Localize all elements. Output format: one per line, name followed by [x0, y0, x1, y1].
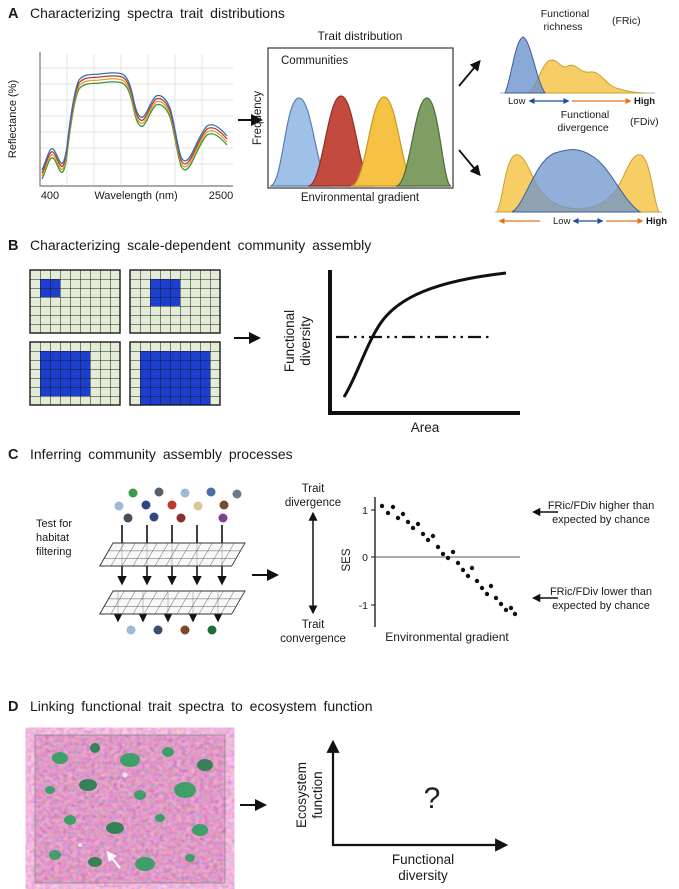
- habitat-filtering-graphic: Test for habitat filtering: [36, 487, 246, 635]
- fdiv-title-2: divergence: [557, 122, 609, 134]
- ses-annotations: FRic/FDiv higher than expected by chance…: [531, 500, 654, 612]
- annotation-low-1: FRic/FDiv lower than: [550, 586, 652, 598]
- panel-d-label: D: [8, 699, 18, 715]
- annotation-high-1: FRic/FDiv higher than: [548, 500, 654, 512]
- fdiv-panel: Functional divergence (FDiv) Low High: [495, 109, 667, 227]
- fric-low-label: Low: [508, 96, 526, 107]
- fric-distribution-blue: [504, 36, 546, 94]
- divergence-label-2: divergence: [285, 497, 341, 509]
- fdiv-abbr: (FDiv): [630, 116, 659, 128]
- ses-ticklabel-m1: -1: [359, 600, 368, 612]
- grid-4: [129, 341, 221, 406]
- spectra-plot: Reflectance (%) 400 Wavelength (nm) 2500: [7, 52, 233, 202]
- ses-ylabel: SES: [341, 548, 353, 571]
- area-ylabel-1: Functional: [282, 310, 297, 372]
- trait-title: Trait distribution: [318, 29, 403, 43]
- area-curve-plot: Functional diversity Area: [282, 270, 520, 435]
- panel-a: A Characterizing spectra trait distribut…: [7, 5, 667, 227]
- habitat-grid-1: [98, 542, 246, 567]
- community-bells: [269, 95, 452, 187]
- divergence-label-1: Trait: [302, 483, 325, 495]
- arrow-to-fric: [458, 59, 481, 87]
- panel-b-title: Characterizing scale-dependent community…: [30, 237, 371, 253]
- ses-xlabel: Environmental gradient: [385, 630, 509, 644]
- area-plot-axes: [328, 270, 520, 415]
- fdiv-high-label: High: [646, 216, 667, 227]
- spectra-curve-blue: [41, 72, 228, 171]
- coral-green-patches: [45, 743, 213, 871]
- panel-a-title: Characterizing spectra trait distributio…: [30, 5, 285, 21]
- annotation-high-2: expected by chance: [552, 514, 650, 526]
- spectra-curves: [41, 72, 228, 180]
- ecosystem-xlabel-2: diversity: [398, 868, 448, 883]
- trait-plot-frame: [267, 47, 454, 189]
- panel-d-title: Linking functional trait spectra to ecos…: [30, 698, 373, 714]
- panel-c-title: Inferring community assembly processes: [30, 446, 293, 462]
- panel-a-label: A: [8, 6, 19, 22]
- ecosystem-xlabel-1: Functional: [392, 852, 454, 867]
- ecosystem-ylabel-1: Ecosystem: [294, 762, 309, 828]
- grid-2: [129, 269, 221, 334]
- fdiv-title-1: Functional: [561, 109, 609, 121]
- annotation-low-2: expected by chance: [552, 600, 650, 612]
- filter-label-2: habitat: [36, 532, 69, 544]
- filter-label-3: filtering: [36, 546, 71, 558]
- spectra-xmin: 400: [41, 190, 59, 202]
- fric-high-label: High: [634, 96, 655, 107]
- scale-grids: [29, 269, 221, 406]
- fric-panel: Functional richness (FRic) Low High: [500, 8, 655, 107]
- fdiv-distribution-blue: [511, 149, 642, 213]
- coral-reef-photo: [34, 734, 226, 884]
- panel-b: B Characterizing scale-dependent communi…: [8, 237, 520, 435]
- species-pool-dots: [114, 487, 242, 523]
- ses-points: [379, 503, 518, 617]
- spectra-axes: [39, 52, 233, 187]
- ses-plot: 1 0 -1 SES Environmental gradient: [341, 497, 520, 644]
- trait-distribution-plot: Trait distribution Communities Frequency…: [252, 29, 454, 204]
- convergence-label-2: convergence: [280, 633, 346, 645]
- panel-c: C Inferring community assembly processes…: [8, 446, 654, 645]
- panel-b-label: B: [8, 238, 18, 254]
- ecosystem-ylabel-2: function: [310, 771, 325, 818]
- filter-label-1: Test for: [36, 518, 72, 530]
- arrow-to-fdiv: [458, 149, 481, 177]
- fdiv-low-label: Low: [553, 216, 571, 227]
- ecosystem-function-plot: Ecosystem function ? Functional diversit…: [294, 739, 509, 883]
- communities-label: Communities: [281, 55, 348, 67]
- fric-title-2: richness: [543, 21, 582, 33]
- grid-1: [29, 269, 121, 334]
- fric-abbr: (FRic): [612, 15, 641, 27]
- spectra-xmax: 2500: [209, 190, 233, 202]
- trait-xlabel: Environmental gradient: [301, 192, 420, 204]
- spectra-xlabel: Wavelength (nm): [94, 190, 177, 202]
- ses-ticklabel-0: 0: [362, 552, 368, 564]
- fric-distribution-yellow: [527, 59, 646, 94]
- area-xlabel: Area: [411, 420, 440, 435]
- photo-white-arrow: [106, 851, 121, 869]
- panel-c-label: C: [8, 447, 19, 463]
- community-bell-green: [395, 97, 452, 187]
- filtered-dots: [126, 625, 217, 635]
- photo-border: [34, 734, 226, 884]
- area-ylabel-2: diversity: [298, 316, 313, 366]
- habitat-grid-2: [98, 590, 246, 615]
- functional-diversity-curve: [342, 271, 507, 398]
- ses-ticklabel-1: 1: [362, 505, 368, 517]
- fric-title-1: Functional: [541, 8, 589, 20]
- grid-3: [29, 341, 121, 406]
- trait-ylabel: Frequency: [252, 91, 264, 146]
- panel-d: D Linking functional trait spectra to ec…: [8, 698, 509, 884]
- convergence-label-1: Trait: [302, 619, 325, 631]
- trait-axis: Trait divergence Trait convergence: [280, 483, 346, 645]
- spectra-ylabel: Reflectance (%): [7, 80, 19, 158]
- question-mark: ?: [424, 782, 441, 815]
